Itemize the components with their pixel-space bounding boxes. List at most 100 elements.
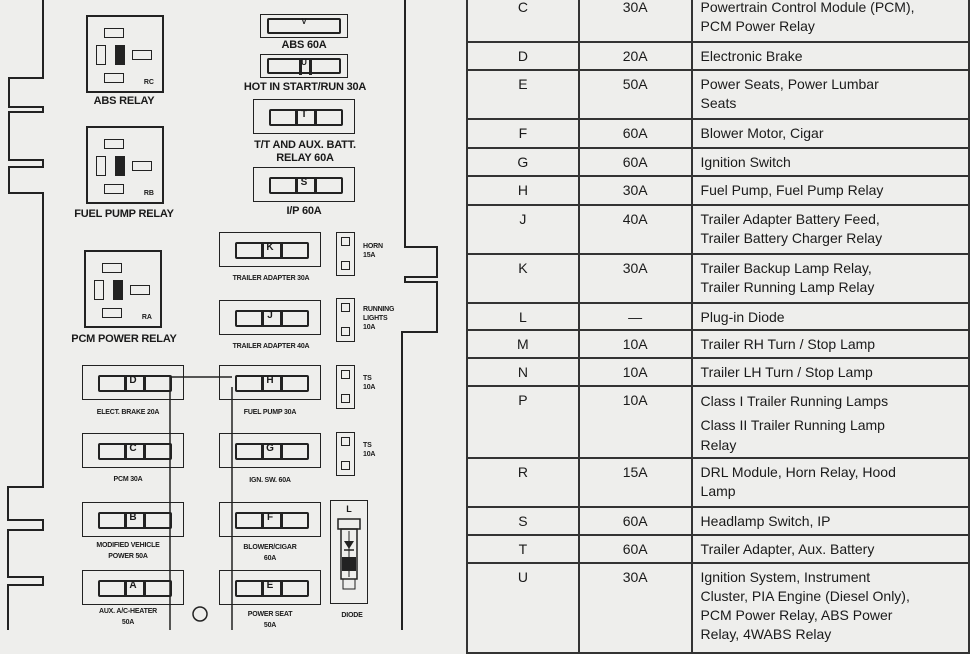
fuse-a: A xyxy=(82,570,184,605)
fuse-u: U xyxy=(260,54,348,78)
amps-cell: 30A xyxy=(577,0,693,43)
horn-label: HORN 15A xyxy=(363,242,383,260)
circuit-line: Power Seats, Power Lumbar xyxy=(700,76,879,92)
pcm-power-relay-label: PCM POWER RELAY xyxy=(71,333,177,345)
abs-relay-label: ABS RELAY xyxy=(93,95,155,107)
fuse-f-label-1: BLOWER/CIGAR xyxy=(243,544,297,551)
fuse-f-label-2: 60A xyxy=(263,555,277,562)
mini-fuse-running-lights xyxy=(336,298,355,342)
circuit-line: Class II Trailer Running Lamp xyxy=(700,417,885,433)
circuit-line: PCM Power Relay xyxy=(700,18,815,34)
fuse-t-label-1: T/T AND AUX. BATT. xyxy=(254,139,356,151)
fuse-u-label: HOT IN START/RUN 30A xyxy=(243,81,367,93)
circuit-line: PCM Power Relay, ABS Power xyxy=(700,607,893,623)
circuits-cell: Ignition Switch xyxy=(690,147,970,177)
fuse-g-label: IGN. SW. 60A xyxy=(249,477,291,484)
amps-cell: 10A xyxy=(577,329,693,359)
fuel-pump-relay: RB xyxy=(86,126,164,204)
relay-code: RA xyxy=(141,314,152,321)
fuse-id-cell: J xyxy=(466,204,580,255)
circuits-cell: Trailer Adapter, Aux. Battery xyxy=(690,534,970,564)
fuse-v: V xyxy=(260,14,348,38)
fuse-letter: F xyxy=(266,512,274,523)
diode-icon xyxy=(337,518,361,590)
fuse-t: T xyxy=(253,99,355,134)
amps-cell: 60A xyxy=(577,147,693,177)
fuse-id-cell: P xyxy=(466,385,580,459)
circuit-line: Relay xyxy=(700,437,737,453)
circuit-line: Class I Trailer Running Lamps xyxy=(700,393,889,409)
fuse-id-cell: R xyxy=(466,457,580,508)
mini-fuse-label: 15A xyxy=(363,252,376,259)
mini-fuse-label: HORN xyxy=(363,243,383,250)
circuit-line: Trailer Running Lamp Relay xyxy=(700,279,875,295)
fuse-letter: G xyxy=(266,443,274,454)
fuse-f: F xyxy=(219,502,321,537)
fuse-e: E xyxy=(219,570,321,605)
circuit-line: Trailer Adapter, Aux. Battery xyxy=(700,541,875,557)
diode-label: DIODE xyxy=(341,612,363,619)
mini-fuse-ts-1 xyxy=(336,365,355,409)
circuit-line: Trailer LH Turn / Stop Lamp xyxy=(700,364,873,380)
circuits-cell: Trailer Backup Lamp Relay,Trailer Runnin… xyxy=(690,253,970,304)
circuit-line: Plug-in Diode xyxy=(700,309,785,325)
fuse-id-cell: M xyxy=(466,329,580,359)
circuits-cell: Plug-in Diode xyxy=(690,302,970,331)
fuse-letter: T xyxy=(300,109,308,120)
circuit-line: Ignition Switch xyxy=(700,154,791,170)
circuits-cell: Trailer Adapter Battery Feed,Trailer Bat… xyxy=(690,204,970,255)
fuse-id-cell: C xyxy=(466,0,580,43)
fuse-letter: A xyxy=(129,580,137,591)
fuse-h-label: FUEL PUMP 30A xyxy=(243,409,297,416)
fuse-letter: V xyxy=(301,17,307,26)
fuse-c: C xyxy=(82,433,184,468)
fuse-c-label: PCM 30A xyxy=(113,476,143,483)
amps-cell: — xyxy=(577,302,693,331)
circuit-line: Blower Motor, Cigar xyxy=(700,125,824,141)
fuse-letter: E xyxy=(266,580,274,591)
diode-holder: L xyxy=(330,500,368,604)
fuse-id-cell: N xyxy=(466,357,580,387)
fuse-letter: H xyxy=(266,375,274,386)
fuse-e-label-2: 50A xyxy=(263,622,277,629)
fuse-letter: U xyxy=(301,58,307,67)
circuit-line: Relay, 4WABS Relay xyxy=(700,626,832,642)
mini-fuse-label: RUNNING xyxy=(363,306,395,313)
amps-cell: 40A xyxy=(577,204,693,255)
amps-cell: 30A xyxy=(577,175,693,206)
fuse-id-cell: F xyxy=(466,118,580,149)
fuse-b: B xyxy=(82,502,184,537)
fuse-k-label: TRAILER ADAPTER 30A xyxy=(232,275,310,282)
mini-fuse-label: TS xyxy=(363,442,372,449)
amps-cell: 10A xyxy=(577,385,693,459)
fuse-id-cell: U xyxy=(466,562,580,654)
circuit-line: Electronic Brake xyxy=(700,48,803,64)
amps-cell: 30A xyxy=(577,253,693,304)
fuse-id-cell: T xyxy=(466,534,580,564)
fuse-letter: C xyxy=(129,443,137,454)
mini-fuse-ts-2 xyxy=(336,432,355,476)
fuse-v-label: ABS 60A xyxy=(281,39,327,51)
circuits-cell: Blower Motor, Cigar xyxy=(690,118,970,149)
circuit-line: Lamp xyxy=(700,483,736,499)
fuse-d: D xyxy=(82,365,184,400)
relay-code: RB xyxy=(143,190,154,197)
relay-code: RC xyxy=(143,79,154,86)
fuse-j-label: TRAILER ADAPTER 40A xyxy=(232,343,310,350)
amps-cell: 60A xyxy=(577,118,693,149)
mini-fuse-label: TS xyxy=(363,375,372,382)
fuel-pump-relay-label: FUEL PUMP RELAY xyxy=(74,208,174,220)
amps-cell: 60A xyxy=(577,534,693,564)
mini-fuse-label: 10A xyxy=(363,324,376,331)
